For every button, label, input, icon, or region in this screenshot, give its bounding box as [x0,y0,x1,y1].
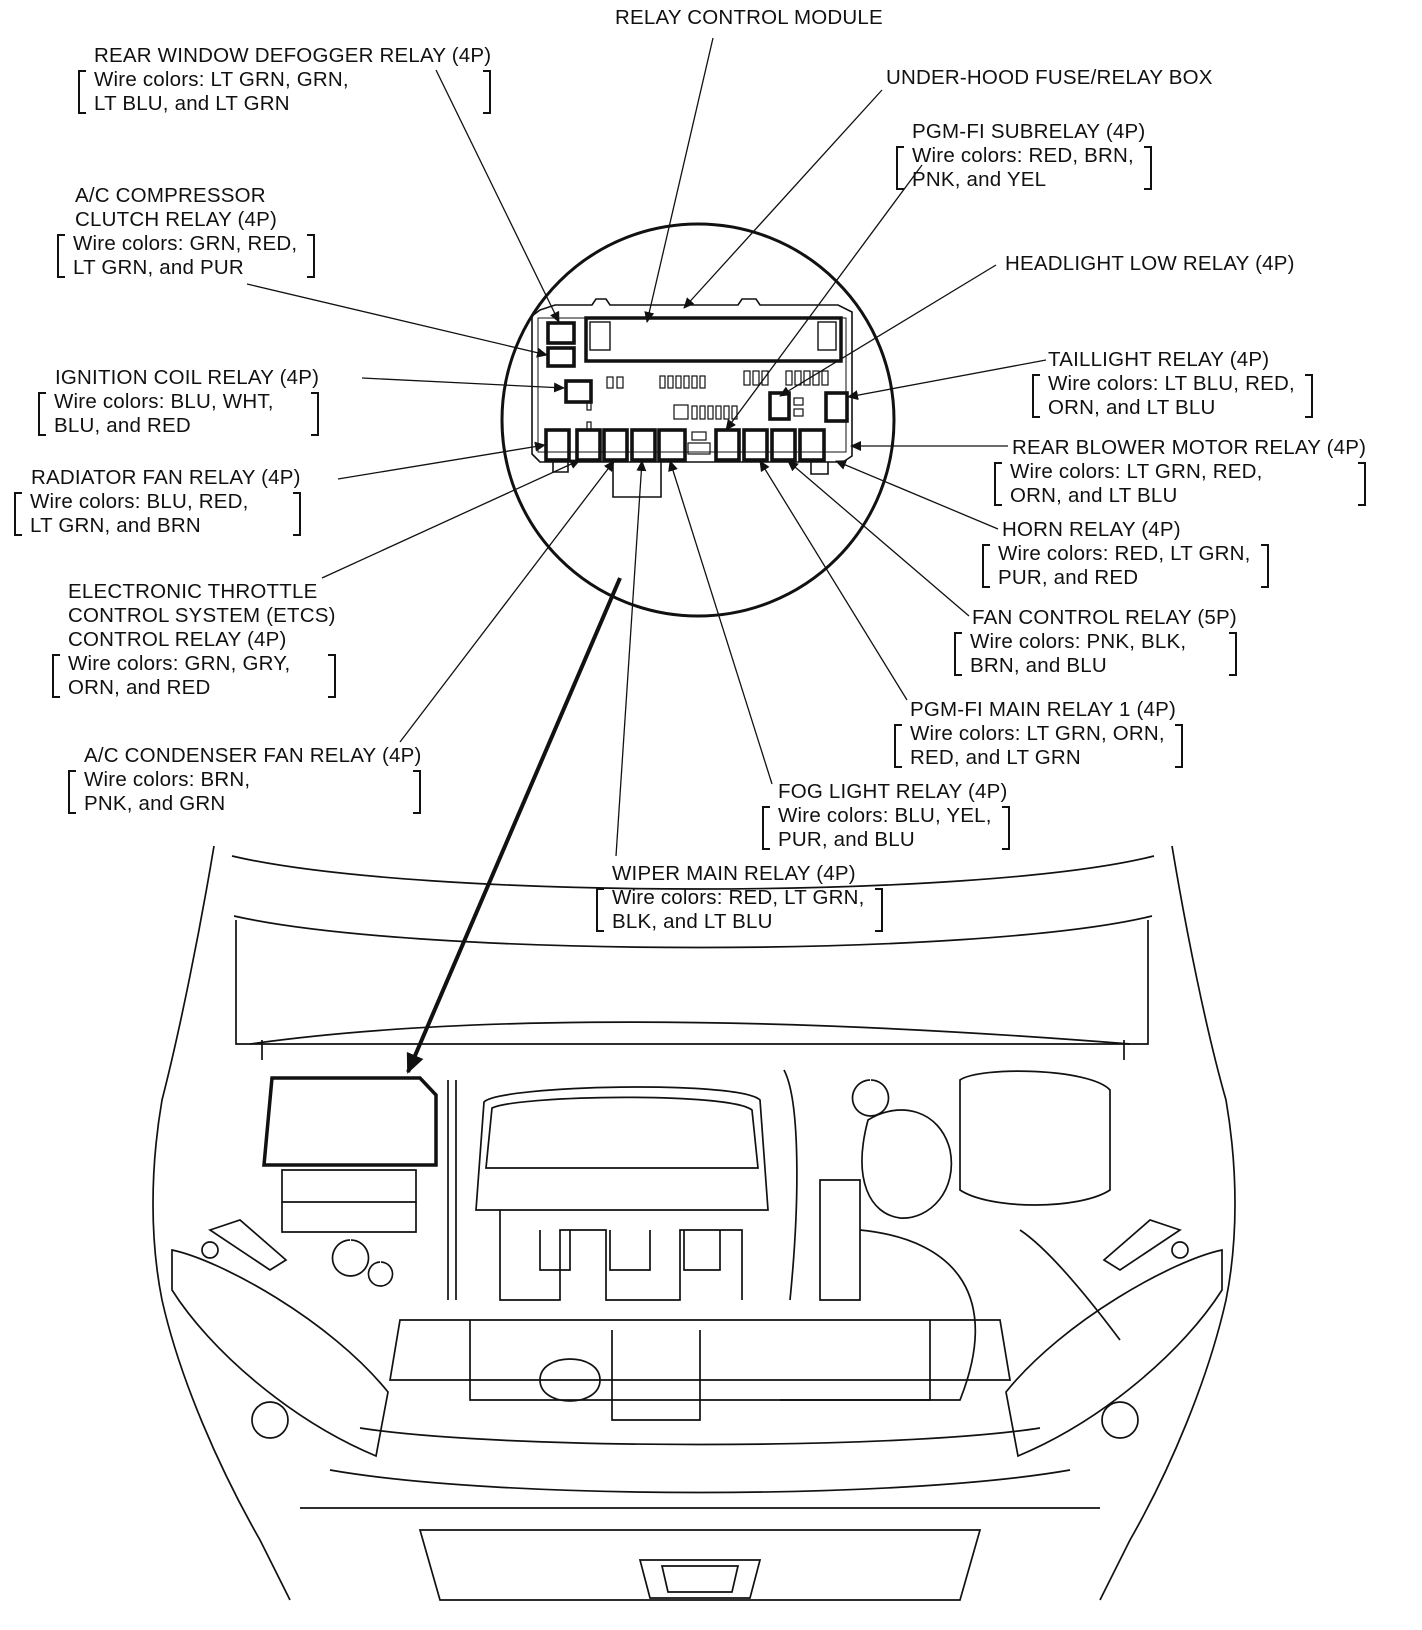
etcs-wires-line1: Wire colors: GRN, GRY, [68,652,291,675]
callout-wiper-main-relay: WIPER MAIN RELAY (4P) Wire colors: RED, … [596,862,883,934]
pgmfi-main1-wires-line1: Wire colors: LT GRN, ORN, [910,722,1165,745]
callout-rear-blower-motor-relay: REAR BLOWER MOTOR RELAY (4P) Wire colors… [994,436,1367,508]
fan-control-wires-line1: Wire colors: PNK, BLK, [970,630,1187,653]
etcs-title1: ELECTRONIC THROTTLE [68,580,318,603]
ignition-coil-wires: Wire colors: BLU, WHT, BLU, and RED [38,390,320,438]
callout-taillight-relay: TAILLIGHT RELAY (4P) Wire colors: LT BLU… [1032,348,1313,420]
ignition-coil-wires-line2: BLU, and RED [54,414,191,437]
callout-relay-control-module: RELAY CONTROL MODULE [615,6,883,30]
ac-condenser-wires: Wire colors: BRN, PNK, and GRN [68,768,422,816]
fog-light-wires-line2: PUR, and BLU [778,828,915,851]
headlight-low-title: HEADLIGHT LOW RELAY (4P) [1005,252,1295,275]
etcs-wires: Wire colors: GRN, GRY, ORN, and RED [52,652,336,700]
callout-pgm-fi-subrelay: PGM-FI SUBRELAY (4P) Wire colors: RED, B… [896,120,1152,192]
ac-condenser-wires-line2: PNK, and GRN [84,792,226,815]
ac-condenser-title: A/C CONDENSER FAN RELAY (4P) [84,744,422,767]
ac-compressor-title1: A/C COMPRESSOR [75,184,266,207]
rear-defogger-title: REAR WINDOW DEFOGGER RELAY (4P) [94,44,492,67]
ignition-coil-title: IGNITION COIL RELAY (4P) [55,366,320,389]
fan-control-wires: Wire colors: PNK, BLK, BRN, and BLU [954,630,1237,678]
fog-light-wires: Wire colors: BLU, YEL, PUR, and BLU [762,804,1010,852]
wiper-main-wires-line2: BLK, and LT BLU [612,910,773,933]
taillight-wires-line1: Wire colors: LT BLU, RED, [1048,372,1295,395]
wiper-main-wires-line1: Wire colors: RED, LT GRN, [612,886,865,909]
ac-compressor-wires-line1: Wire colors: GRN, RED, [73,232,298,255]
wiper-main-wires: Wire colors: RED, LT GRN, BLK, and LT BL… [596,886,883,934]
callout-headlight-low-relay: HEADLIGHT LOW RELAY (4P) [1005,252,1295,276]
radiator-fan-wires: Wire colors: BLU, RED, LT GRN, and BRN [14,490,301,538]
ac-condenser-wires-line1: Wire colors: BRN, [84,768,251,791]
callout-rear-window-defogger-relay: REAR WINDOW DEFOGGER RELAY (4P) Wire col… [78,44,492,116]
etcs-title3: CONTROL RELAY (4P) [68,628,287,651]
pgmfi-subrelay-wires-line1: Wire colors: RED, BRN, [912,144,1134,167]
radiator-fan-title: RADIATOR FAN RELAY (4P) [31,466,301,489]
vehicle-engine-bay [152,845,1236,1601]
ac-compressor-wires: Wire colors: GRN, RED, LT GRN, and PUR [57,232,316,280]
rear-defogger-wires: Wire colors: LT GRN, GRN, LT BLU, and LT… [78,68,492,116]
callout-under-hood-fuse-relay-box: UNDER-HOOD FUSE/RELAY BOX [886,66,1213,90]
rear-blower-wires-line1: Wire colors: LT GRN, RED, [1010,460,1263,483]
callout-fog-light-relay: FOG LIGHT RELAY (4P) Wire colors: BLU, Y… [762,780,1010,852]
ac-compressor-wires-line2: LT GRN, and PUR [73,256,244,279]
callout-ignition-coil-relay: IGNITION COIL RELAY (4P) Wire colors: BL… [38,366,320,438]
under-hood-box-title: UNDER-HOOD FUSE/RELAY BOX [886,66,1213,89]
fan-control-title: FAN CONTROL RELAY (5P) [972,606,1237,629]
fuse-relay-box-detail [531,298,853,498]
fan-control-wires-line2: BRN, and BLU [970,654,1107,677]
radiator-fan-wires-line1: Wire colors: BLU, RED, [30,490,249,513]
pgmfi-main1-wires-line2: RED, and LT GRN [910,746,1081,769]
pgmfi-subrelay-title: PGM-FI SUBRELAY (4P) [912,120,1146,143]
rear-blower-wires-line2: ORN, and LT BLU [1010,484,1178,507]
pgmfi-main1-wires: Wire colors: LT GRN, ORN, RED, and LT GR… [894,722,1183,770]
horn-title: HORN RELAY (4P) [1002,518,1181,541]
callout-ac-compressor-clutch-relay: A/C COMPRESSOR CLUTCH RELAY (4P) Wire co… [57,184,316,280]
horn-wires-line2: PUR, and RED [998,566,1139,589]
taillight-title: TAILLIGHT RELAY (4P) [1048,348,1270,371]
fog-light-title: FOG LIGHT RELAY (4P) [778,780,1008,803]
callout-horn-relay: HORN RELAY (4P) Wire colors: RED, LT GRN… [982,518,1269,590]
relay-control-module-title: RELAY CONTROL MODULE [615,6,883,29]
rear-blower-title: REAR BLOWER MOTOR RELAY (4P) [1012,436,1367,459]
rear-defogger-wires-line2: LT BLU, and LT GRN [94,92,290,115]
pgmfi-main1-title: PGM-FI MAIN RELAY 1 (4P) [910,698,1177,721]
etcs-title2: CONTROL SYSTEM (ETCS) [68,604,336,627]
horn-wires: Wire colors: RED, LT GRN, PUR, and RED [982,542,1269,590]
callout-etcs-control-relay: ELECTRONIC THROTTLE CONTROL SYSTEM (ETCS… [52,580,336,700]
callout-pgm-fi-main-relay-1: PGM-FI MAIN RELAY 1 (4P) Wire colors: LT… [894,698,1183,770]
callout-radiator-fan-relay: RADIATOR FAN RELAY (4P) Wire colors: BLU… [14,466,301,538]
radiator-fan-wires-line2: LT GRN, and BRN [30,514,201,537]
horn-wires-line1: Wire colors: RED, LT GRN, [998,542,1251,565]
rear-blower-wires: Wire colors: LT GRN, RED, ORN, and LT BL… [994,460,1367,508]
ac-compressor-title2: CLUTCH RELAY (4P) [75,208,277,231]
location-arrow [406,577,622,1074]
rear-defogger-wires-line1: Wire colors: LT GRN, GRN, [94,68,349,91]
etcs-wires-line2: ORN, and RED [68,676,211,699]
fog-light-wires-line1: Wire colors: BLU, YEL, [778,804,992,827]
callout-fan-control-relay: FAN CONTROL RELAY (5P) Wire colors: PNK,… [954,606,1237,678]
pgmfi-subrelay-wires-line2: PNK, and YEL [912,168,1047,191]
taillight-wires-line2: ORN, and LT BLU [1048,396,1216,419]
leader-lines [246,37,1047,857]
ignition-coil-wires-line1: Wire colors: BLU, WHT, [54,390,274,413]
pgmfi-subrelay-wires: Wire colors: RED, BRN, PNK, and YEL [896,144,1152,192]
callout-ac-condenser-fan-relay: A/C CONDENSER FAN RELAY (4P) Wire colors… [68,744,422,816]
taillight-wires: Wire colors: LT BLU, RED, ORN, and LT BL… [1032,372,1313,420]
wiper-main-title: WIPER MAIN RELAY (4P) [612,862,856,885]
